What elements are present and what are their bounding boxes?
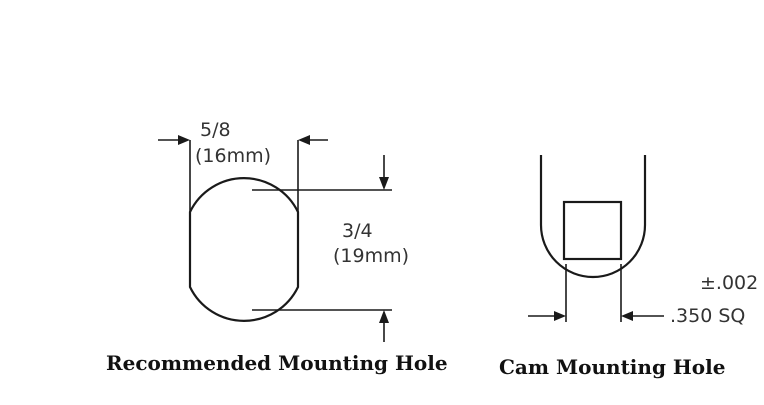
cam-square-hole (562, 200, 623, 261)
cam-tolerance-label: ±.002 (700, 272, 758, 294)
width-arrow-left-head (178, 135, 190, 145)
recommended-mounting-hole: 5/8 (16mm) 3/4 (19mm) Recommended Mounti… (106, 119, 448, 375)
height-arrow-bottom-head (379, 310, 389, 323)
cam-arrow-right-head (621, 311, 633, 321)
width-fraction-label: 5/8 (200, 119, 231, 141)
cam-caption: Cam Mounting Hole (499, 355, 725, 379)
cam-size-label: .350 SQ (670, 305, 745, 327)
height-fraction-label: 3/4 (342, 220, 373, 242)
recommended-hole-outline (188, 177, 300, 322)
height-metric-label: (19mm) (333, 245, 409, 267)
cam-mounting-hole: ±.002 .350 SQ Cam Mounting Hole (499, 155, 758, 379)
cam-slot-outline (539, 155, 647, 279)
height-arrow-top-head (379, 177, 389, 190)
recommended-caption: Recommended Mounting Hole (106, 351, 448, 375)
cam-arrow-left-head (554, 311, 566, 321)
width-metric-label: (16mm) (195, 145, 271, 167)
width-arrow-right-head (298, 135, 310, 145)
